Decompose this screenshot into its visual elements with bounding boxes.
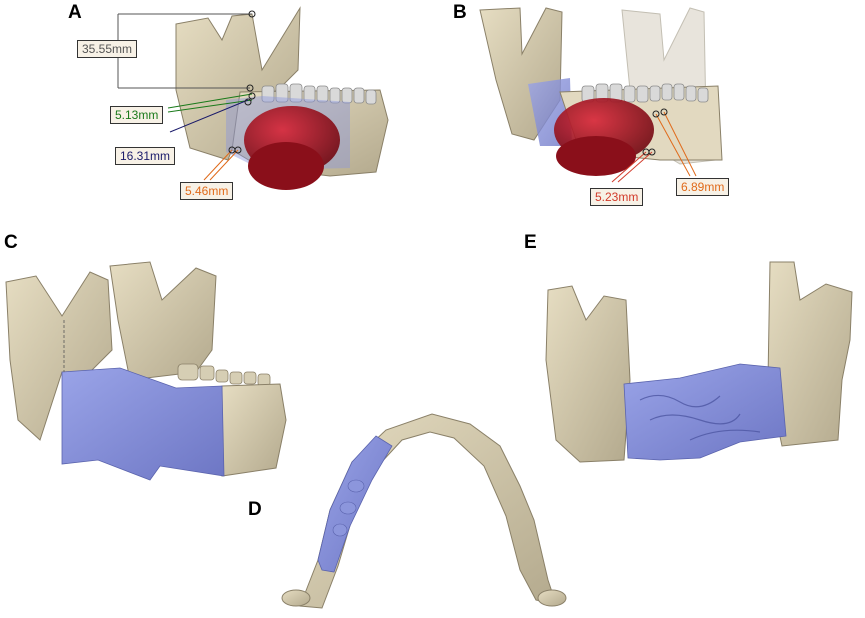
- panel-e-mandible-medial: [545, 261, 853, 463]
- panel-d-mandible-inferior: [281, 413, 567, 609]
- measurement-label-b-1: 5.23mm: [590, 188, 644, 206]
- panel-a-mandible-model: [117, 6, 389, 190]
- measurement-label-a-4: 5.46mm: [180, 182, 234, 200]
- measurement-label-a-2: 5.13mm: [110, 106, 164, 124]
- panel-label-a: A: [68, 2, 82, 23]
- panel-c-mandible-lateral: [5, 261, 287, 481]
- measurement-label-a-3: 16.31mm: [115, 147, 176, 165]
- panel-label-e: E: [524, 232, 537, 253]
- measurement-label-a-1: 35.55mm: [77, 40, 138, 58]
- panel-label-b: B: [453, 2, 467, 23]
- panel-b-mandible-model: [479, 7, 723, 183]
- panel-label-d: D: [248, 499, 262, 520]
- measurement-label-b-2: 6.89mm: [676, 178, 730, 196]
- panel-label-c: C: [4, 232, 18, 253]
